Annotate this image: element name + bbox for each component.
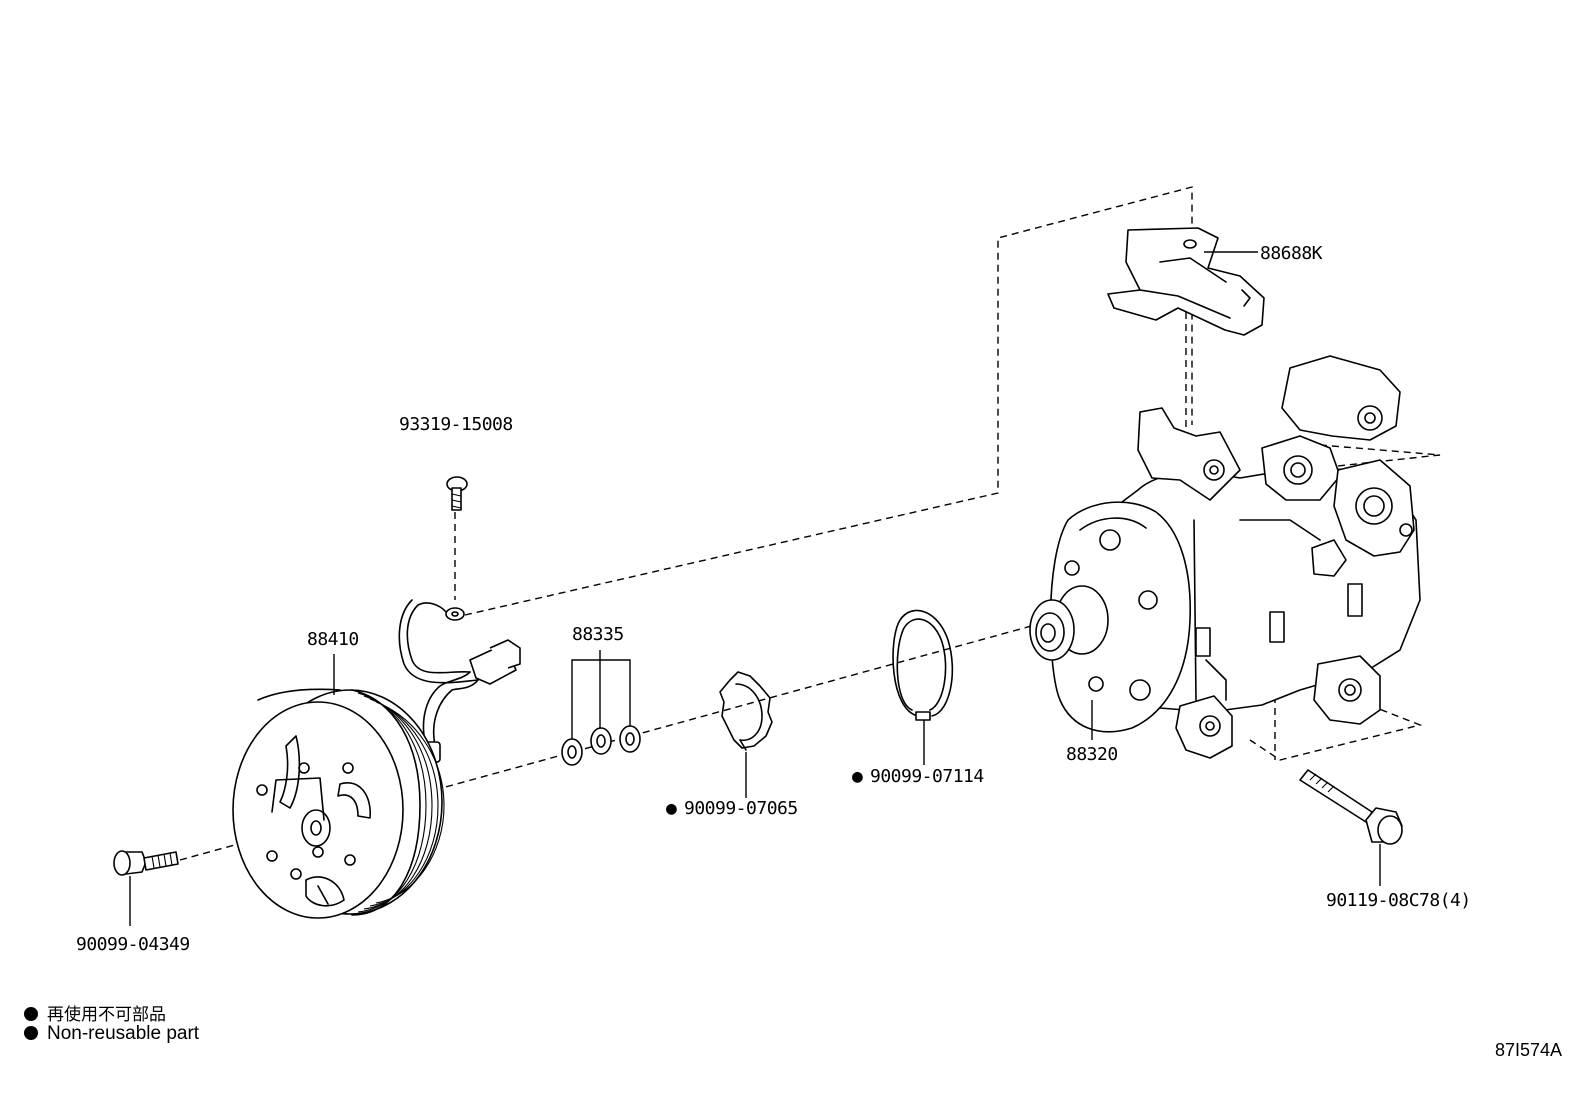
legend-non-reusable-cjk: 再使用不可部品 — [24, 1000, 166, 1025]
bolt-90099-04349 — [113, 850, 179, 876]
nonreusable-dot-90099-07065: ● — [666, 798, 677, 819]
figure-code: 87I574A — [1494, 1040, 1562, 1060]
snap-ring-90099-07114 — [892, 609, 954, 721]
bullet-icon — [24, 1007, 38, 1021]
label-93319-15008: 93319-15008 — [399, 414, 513, 435]
leader-lines — [129, 251, 1381, 926]
part-labels: 88688K 93319-15008 88410 88335 ● 90099-0… — [76, 243, 1471, 955]
bracket-88688K — [1107, 227, 1265, 336]
label-90099-04349: 90099-04349 — [76, 934, 190, 955]
label-88410: 88410 — [307, 629, 359, 650]
nonreusable-dot-90099-07114: ● — [852, 766, 863, 787]
legend-non-reusable-en: Non-reusable part — [24, 1023, 199, 1045]
shims-88335 — [561, 725, 641, 766]
label-88688K: 88688K — [1260, 243, 1323, 264]
label-88320: 88320 — [1066, 744, 1118, 765]
compressor-88320 — [1029, 355, 1421, 759]
label-88335: 88335 — [572, 624, 624, 645]
snap-ring-90099-07065 — [719, 671, 773, 751]
bolt-90119-08C78 — [1299, 769, 1403, 845]
screw-93319-15008 — [446, 476, 468, 511]
label-90119-08C78: 90119-08C78(4) — [1326, 890, 1471, 911]
label-90099-07114: 90099-07114 — [870, 766, 984, 787]
legend-text-en: Non-reusable part — [47, 1023, 200, 1044]
label-90099-07065: 90099-07065 — [684, 798, 798, 819]
bullet-icon — [24, 1026, 38, 1040]
legend-text-cjk: 再使用不可部品 — [47, 1005, 166, 1025]
clutch-pulley-88410 — [232, 688, 445, 919]
